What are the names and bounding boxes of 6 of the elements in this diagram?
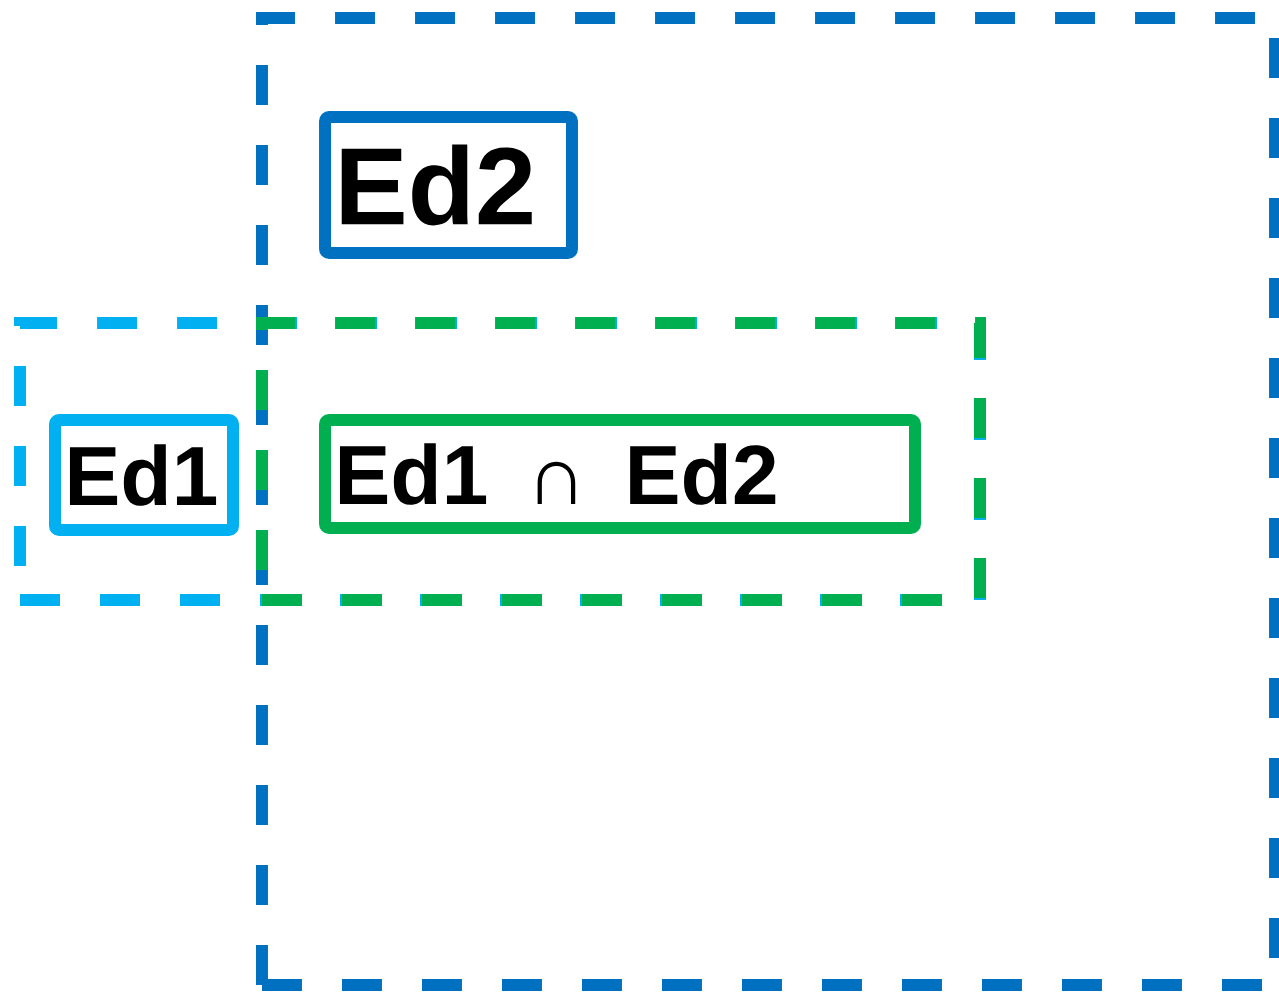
dashed-region: [14, 316, 986, 607]
dashed-region: [255, 12, 1279, 991]
label-box: Ed1 ∩ Ed2: [319, 414, 921, 534]
dashed-region: [256, 316, 986, 607]
label-box: Ed2: [319, 111, 578, 259]
label-box: Ed1: [49, 414, 239, 536]
